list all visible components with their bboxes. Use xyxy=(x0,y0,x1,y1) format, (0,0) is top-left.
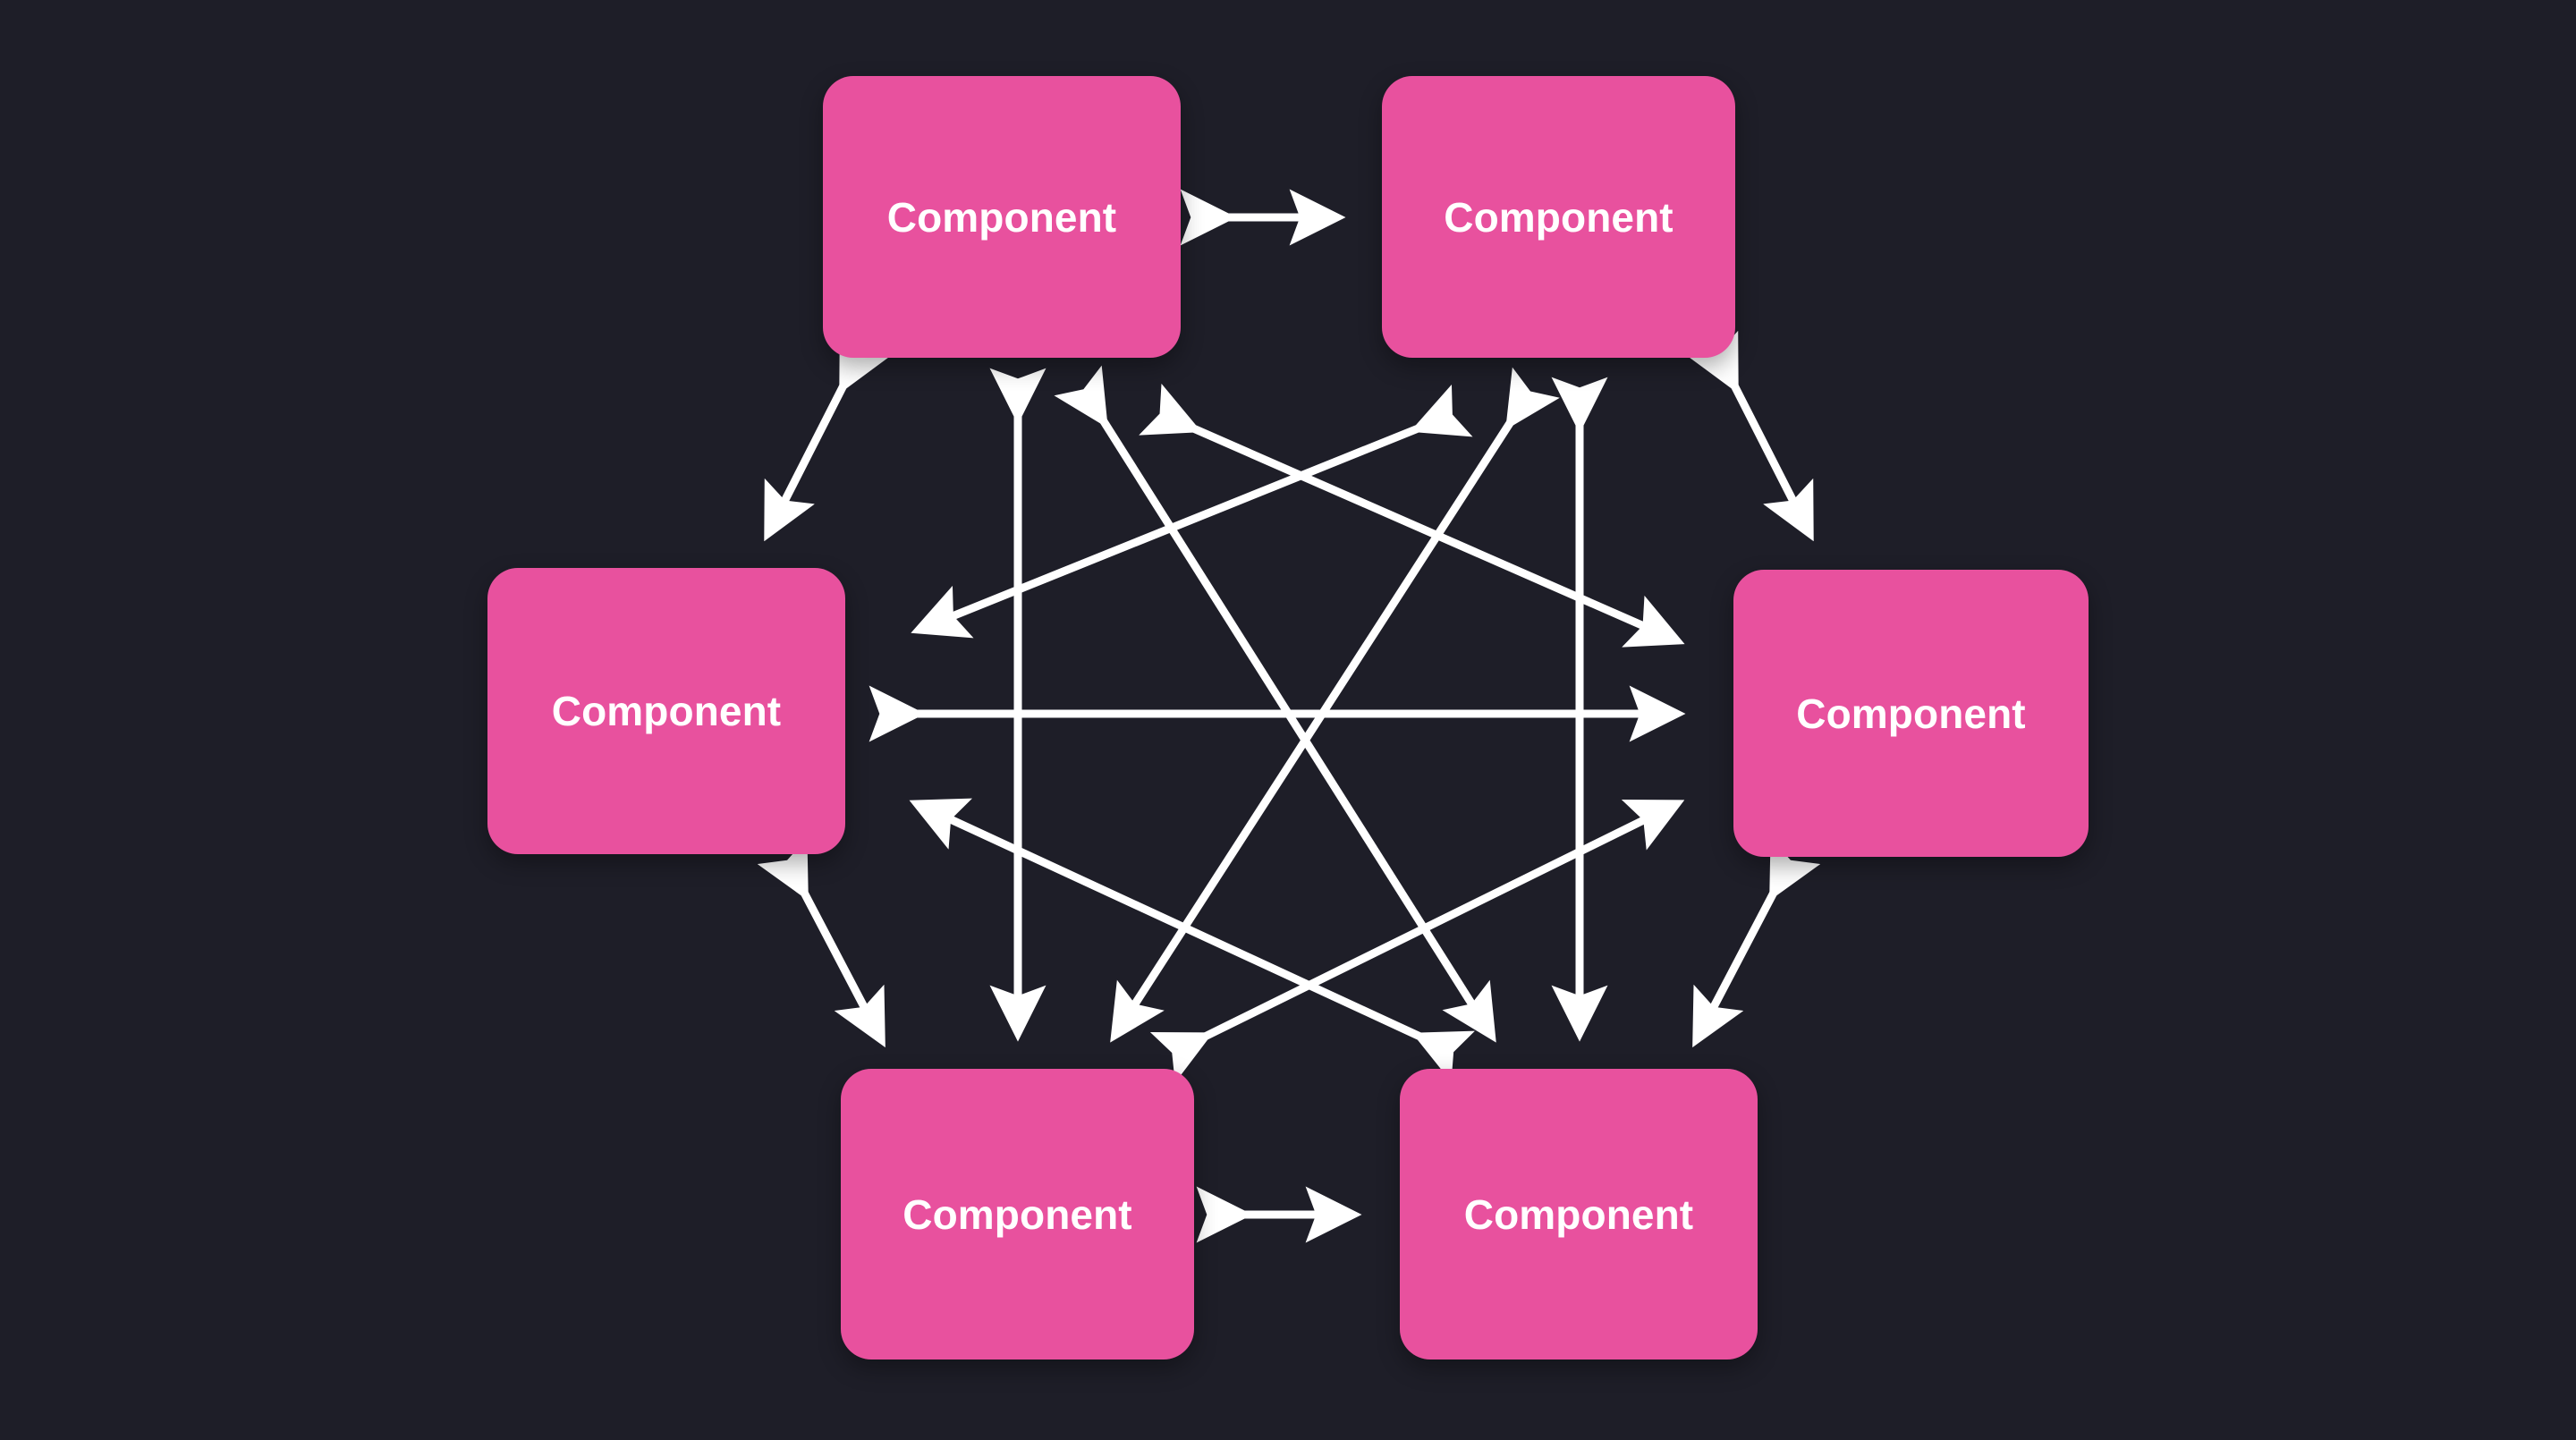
arrow-top-right-middle-left xyxy=(911,384,1473,639)
arrow-top-right-bottom-left xyxy=(1110,367,1560,1043)
component-node-label: Component xyxy=(1463,1190,1694,1238)
arrow-middle-right-bottom-right xyxy=(1692,837,1821,1048)
component-node-bottom-left[interactable]: Component xyxy=(841,1069,1194,1360)
arrow-top-left-middle-left xyxy=(764,330,890,542)
arrow-bottom-right-middle-left xyxy=(909,798,1475,1082)
component-node-top-left[interactable]: Component xyxy=(823,76,1181,358)
arrow-middle-left-bottom-left xyxy=(757,837,886,1048)
component-node-bottom-right[interactable]: Component xyxy=(1400,1069,1758,1360)
arrow-top-left-middle-right xyxy=(1139,383,1685,648)
component-node-top-right[interactable]: Component xyxy=(1382,76,1735,358)
component-node-label: Component xyxy=(551,688,782,734)
arrow-top-left-bottom-right xyxy=(1054,365,1496,1043)
arrow-bottom-left-middle-right xyxy=(1149,800,1685,1083)
component-node-middle-right[interactable]: Component xyxy=(1733,570,2089,857)
component-node-label: Component xyxy=(902,1190,1132,1238)
component-node-label: Component xyxy=(886,193,1117,241)
component-node-label: Component xyxy=(1444,193,1674,241)
component-node-label: Component xyxy=(1796,690,2026,737)
arrow-top-right-middle-right xyxy=(1688,330,1814,542)
component-node-middle-left[interactable]: Component xyxy=(487,568,845,854)
